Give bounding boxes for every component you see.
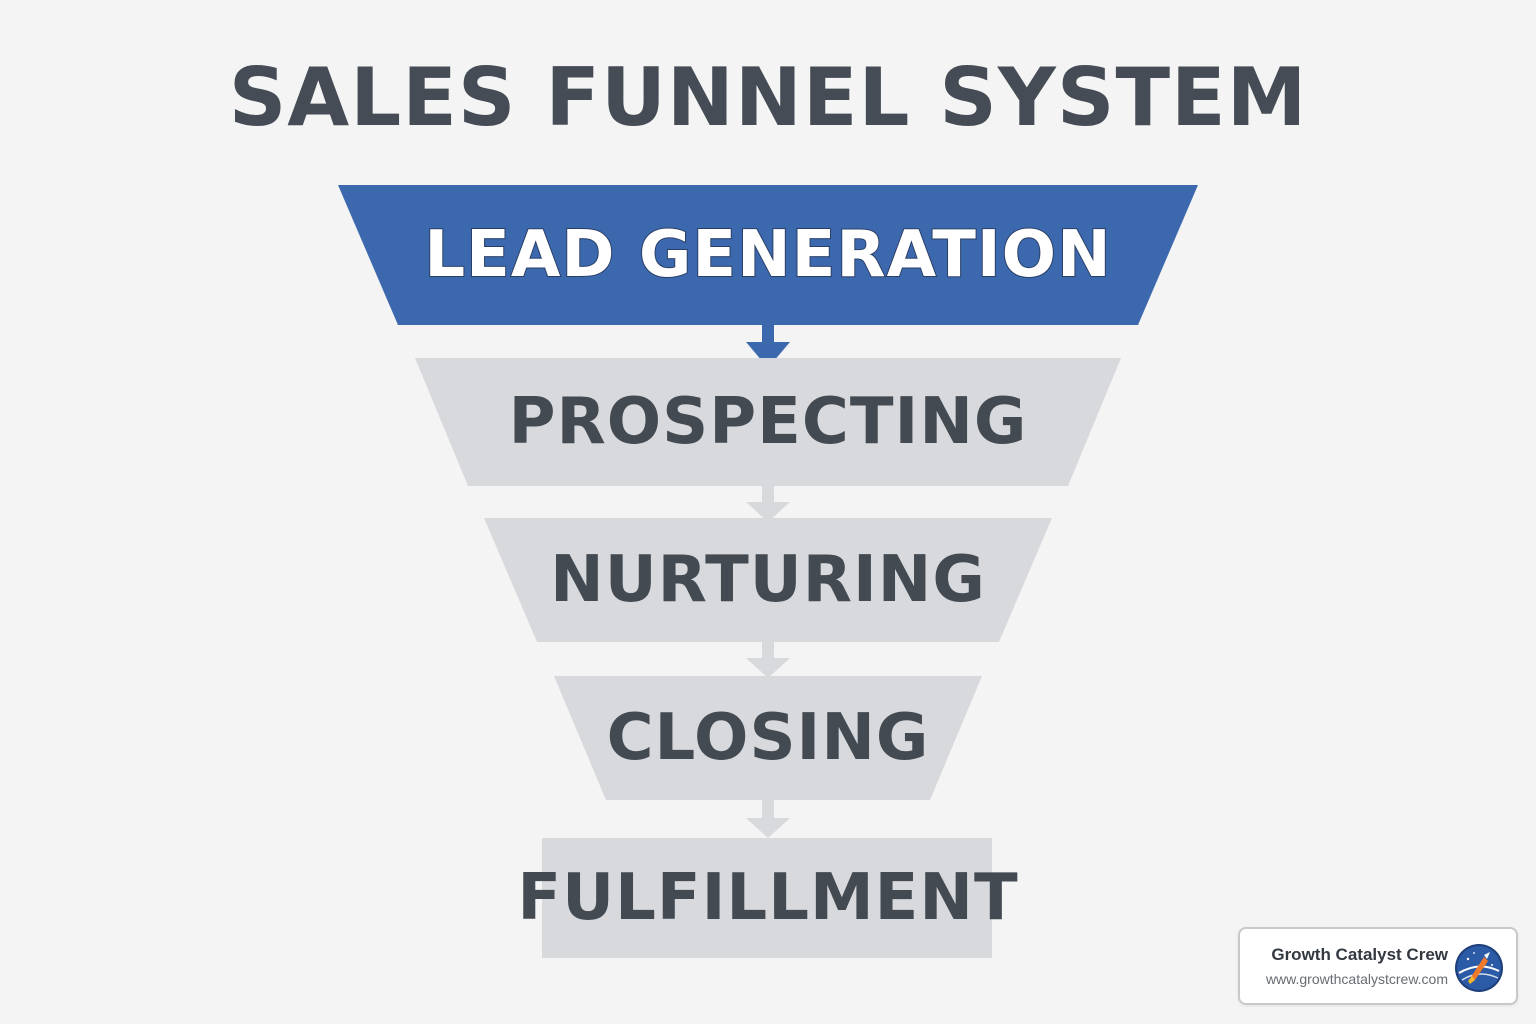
funnel-stage-lead-generation: LEAD GENERATION — [0, 185, 1536, 325]
down-arrow-icon — [746, 798, 790, 838]
funnel-stage-shape — [542, 838, 992, 958]
funnel-stage-closing: CLOSING — [0, 676, 1536, 800]
brand-url[interactable]: www.growthcatalystcrew.com — [1265, 971, 1448, 987]
funnel-stage-shape — [415, 358, 1121, 486]
funnel-stage-label: LEAD GENERATION — [423, 217, 1112, 293]
funnel-stage-fulfillment: FULFILLMENT — [0, 838, 1536, 958]
funnel-stage-shape — [554, 676, 982, 800]
down-arrow-icon — [746, 484, 790, 522]
down-arrow-icon — [746, 322, 790, 368]
brand-badge[interactable]: Growth Catalyst Crew www.growthcatalystc… — [1238, 927, 1518, 1005]
funnel-stage-nurturing: NURTURING — [0, 518, 1536, 642]
funnel-stage-prospecting: PROSPECTING — [0, 358, 1536, 486]
funnel-stage-label: FULFILLMENT — [517, 861, 1019, 935]
funnel-stage-shape — [484, 518, 1052, 642]
funnel-stage-label: NURTURING — [550, 543, 986, 617]
down-arrow-icon — [746, 640, 790, 678]
rocket-globe-logo-icon — [1455, 944, 1503, 992]
funnel-stage-shape — [338, 185, 1198, 325]
page-title: SALES FUNNEL SYSTEM — [228, 51, 1308, 144]
funnel-stage-label: CLOSING — [606, 701, 930, 775]
funnel-stage-label: PROSPECTING — [508, 385, 1028, 459]
brand-name: Growth Catalyst Crew — [1271, 945, 1448, 964]
